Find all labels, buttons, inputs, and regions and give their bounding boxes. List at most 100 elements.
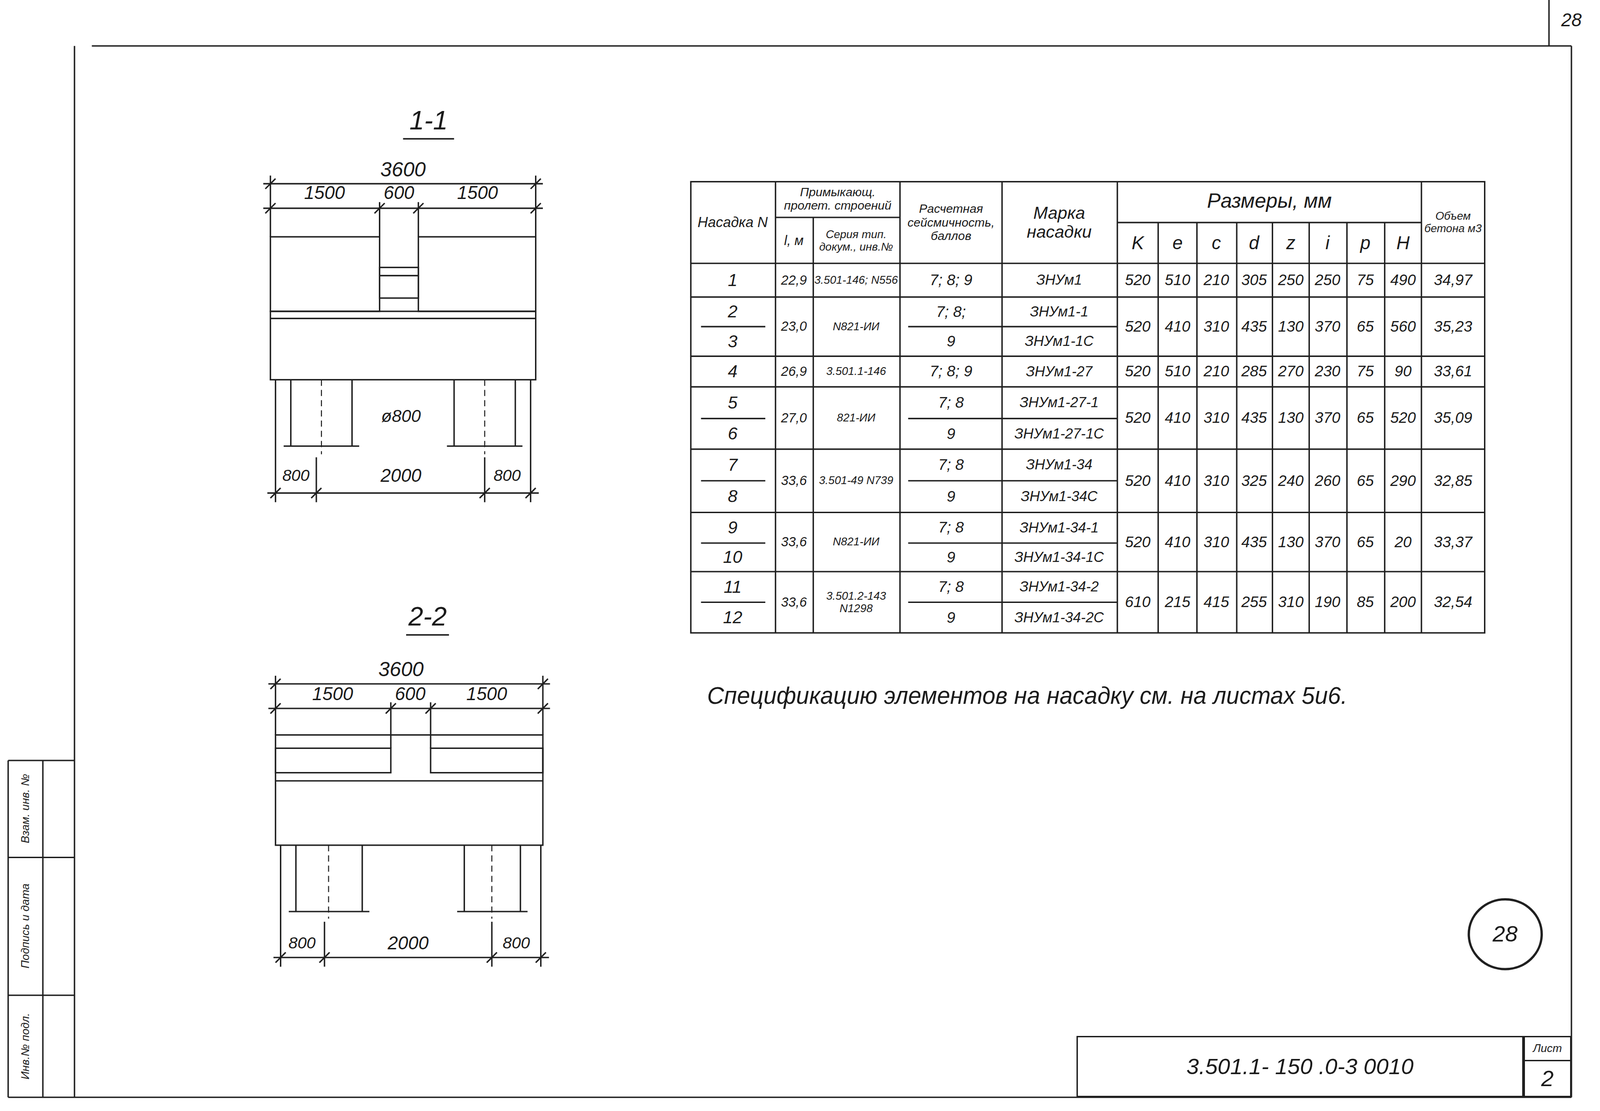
dimension: 3600 <box>378 657 425 681</box>
table-cell: N821-ИИ <box>813 535 899 548</box>
table-cell: ЗНУм1 <box>1001 272 1117 288</box>
table-cell: 90 <box>1384 362 1422 380</box>
table-cell: 325 <box>1236 472 1273 490</box>
table-cell: 6 <box>692 424 773 443</box>
table-cell: 435 <box>1236 409 1273 427</box>
table-cell: 26,9 <box>775 364 813 379</box>
table-cell: 520 <box>1384 409 1422 427</box>
table-cell: 85 <box>1346 593 1385 611</box>
table-cell: 33,37 <box>1422 533 1484 551</box>
dimension: 600 <box>383 182 415 204</box>
dimension: 800 <box>502 933 530 952</box>
table-header: l, м <box>775 233 813 249</box>
table-cell: 310 <box>1197 318 1236 336</box>
table-header: d <box>1236 232 1272 254</box>
table-cell: 190 <box>1308 593 1347 611</box>
node-text: 3.501.1- 150 .0-3 0010 <box>1077 1036 1523 1096</box>
table-cell: ЗНУм1-34-2 <box>1001 578 1117 595</box>
dimension: 1500 <box>466 683 508 704</box>
table-cell: 3 <box>692 331 773 351</box>
table-cell: 12 <box>692 607 773 627</box>
node-text: Лист <box>1524 1036 1571 1061</box>
dimension: 2000 <box>387 932 429 954</box>
table-cell: 270 <box>1272 362 1310 380</box>
stamp-field: Взам. инв. № <box>19 773 32 844</box>
table-cell: 7; 8 <box>901 578 1001 596</box>
table-cell: 9 <box>901 332 1001 350</box>
table-cell: ЗНУм1-1С <box>1001 333 1117 350</box>
table-cell: ЗНУм1-34 <box>1001 456 1117 473</box>
table-cell: 250 <box>1308 271 1347 289</box>
table-cell: 435 <box>1236 533 1273 551</box>
dimension: 800 <box>493 466 521 485</box>
table-cell: 370 <box>1308 318 1347 336</box>
stamp-circle: 28 <box>1466 895 1544 973</box>
table-cell: 32,85 <box>1422 472 1484 490</box>
table-cell: 20 <box>1384 533 1422 551</box>
table-header: H <box>1384 232 1421 254</box>
table-cell: 130 <box>1272 533 1310 551</box>
table-header: Насадка N <box>692 214 774 231</box>
table-cell: 34,97 <box>1422 271 1484 289</box>
table-cell: 410 <box>1157 533 1197 551</box>
table-cell: 415 <box>1197 593 1236 611</box>
table-cell: 435 <box>1236 318 1273 336</box>
stamp-field: Инв.№ подл. <box>19 1012 32 1079</box>
table-cell: ЗНУм1-1 <box>1001 303 1117 320</box>
table-cell: 490 <box>1384 271 1422 289</box>
table-cell: 240 <box>1272 472 1310 490</box>
table-cell: 520 <box>1118 362 1158 380</box>
table-cell: 65 <box>1346 472 1385 490</box>
table-cell: 35,09 <box>1422 409 1484 427</box>
dimension: 1500 <box>457 182 499 204</box>
table-header: Объем бетона м3 <box>1422 209 1484 235</box>
table-cell: 250 <box>1272 271 1310 289</box>
table-cell: ЗНУм1-34-2С <box>1001 609 1117 626</box>
table-header: p <box>1346 232 1384 254</box>
table-cell: 3.501-146; N556 <box>813 273 899 287</box>
table-cell: ЗНУм1-27 <box>1001 363 1117 380</box>
table-cell: 75 <box>1346 271 1385 289</box>
table-cell: 410 <box>1157 318 1197 336</box>
table-header: e <box>1157 232 1197 254</box>
table-cell: 130 <box>1272 318 1310 336</box>
table-cell: 3.501.2-143 N1298 <box>813 589 899 615</box>
table-header: z <box>1273 232 1309 254</box>
sheet-number-box: Лист2 <box>1523 1035 1572 1097</box>
section-title: 2-2 <box>408 601 447 631</box>
table-cell: 2 <box>692 302 773 321</box>
table-header: Расчетная сейсмичность, баллов <box>901 202 1001 243</box>
table-cell: 9 <box>901 425 1001 443</box>
table-cell: 310 <box>1272 593 1310 611</box>
table-cell: 560 <box>1384 318 1422 336</box>
table-cell: 370 <box>1308 533 1347 551</box>
table-cell: 65 <box>1346 533 1385 551</box>
table-cell: 75 <box>1346 362 1385 380</box>
table-cell: 11 <box>692 577 773 597</box>
table-cell: 33,6 <box>775 594 813 610</box>
table-cell: 9 <box>901 609 1001 627</box>
dimension: 1500 <box>303 182 345 204</box>
table-cell: 3.501.1-146 <box>813 365 899 378</box>
table-cell: 255 <box>1236 593 1273 611</box>
table-header: Серия тип. докум., инв.№ <box>813 228 899 254</box>
page-number: 28 <box>1561 10 1582 31</box>
table-cell: 230 <box>1308 362 1347 380</box>
title-block-code: 3.501.1- 150 .0-3 0010 <box>1076 1035 1524 1097</box>
table-cell: ЗНУм1-27-1С <box>1001 425 1117 442</box>
table-header: Марка насадки <box>1003 203 1116 242</box>
dimension: 2000 <box>380 465 422 486</box>
table-cell: 7; 8 <box>901 456 1001 474</box>
table-cell: 27,0 <box>775 410 813 426</box>
table-cell: 310 <box>1197 409 1236 427</box>
table-cell: 7 <box>692 455 773 475</box>
table-cell: 7; 8; 9 <box>901 362 1001 380</box>
table-cell: 65 <box>1346 409 1385 427</box>
table-cell: 8 <box>692 486 773 506</box>
table-cell: 410 <box>1157 472 1197 490</box>
dimension: 3600 <box>380 158 426 181</box>
pile-diameter: ø800 <box>381 406 421 426</box>
table-cell: 7; 8 <box>901 394 1001 412</box>
